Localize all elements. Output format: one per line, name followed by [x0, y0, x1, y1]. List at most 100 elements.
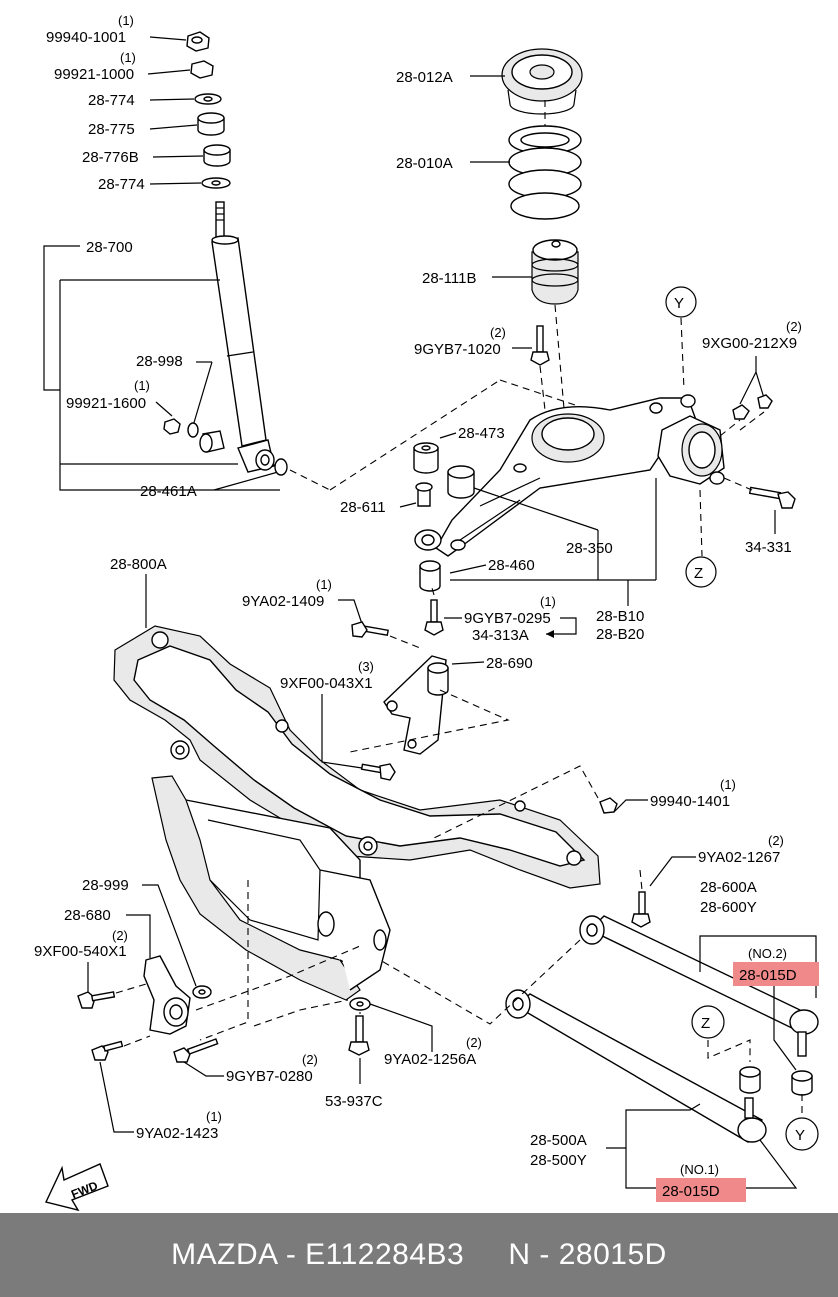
callout-28-012a: 28-012A [396, 69, 453, 86]
footer-brand-code: MAZDA - E112284B3 [171, 1238, 465, 1271]
callout-28-010a: 28-010A [396, 155, 453, 172]
marker-z-label: Z [694, 565, 703, 582]
crossmember [113, 625, 601, 1001]
bolt-icon [360, 763, 384, 774]
qty-9xg00-212x9: (2) [786, 319, 802, 334]
nut-icon [163, 418, 181, 435]
callout-28-111b: 28-111B [422, 270, 477, 287]
marker-y-label: Y [674, 295, 684, 312]
callout-28-500y: 28-500Y [530, 1152, 587, 1169]
callout-28-611: 28-611 [340, 499, 386, 516]
shock-body-icon [211, 237, 267, 447]
callout-28-473: 28-473 [458, 425, 505, 442]
coil-spring [508, 125, 582, 220]
bolt-icon [638, 891, 646, 915]
callout-9ya02-1423: 9YA02-1423 [136, 1125, 218, 1142]
lateral-link-no2 [579, 915, 819, 1057]
callout-28-015d-no1: 28-015D [662, 1183, 720, 1200]
qty-9ya02-1423: (1) [206, 1109, 222, 1124]
parts-diagram: 99940-1001 (1) 99921-1000 (1) 28-774 28-… [34, 13, 819, 1212]
qty-99921-1600: (1) [134, 378, 150, 393]
callout-28-b20: 28-B20 [596, 626, 644, 643]
callout-9ya02-1256a: 9YA02-1256A [384, 1051, 476, 1068]
callout-28-461a: 28-461A [140, 483, 197, 500]
forward-arrow-icon: FWD [45, 1163, 109, 1212]
reference-marker-z [685, 556, 717, 588]
trailing-arm [435, 394, 725, 557]
callout-28-460: 28-460 [488, 557, 535, 574]
qty-99940-1401: (1) [720, 777, 736, 792]
shock-absorber [211, 201, 275, 473]
callout-28-774-lower: 28-774 [98, 176, 145, 193]
washer-icon [187, 422, 199, 438]
callout-9xf00-540x1: 9XF00-540X1 [34, 943, 127, 960]
footer-spacer [464, 1238, 508, 1272]
bump-stop-icon [531, 251, 579, 305]
callout-9xg00-212x9: 9XG00-212X9 [702, 335, 797, 352]
footer-bar: MAZDA - E112284B3 N - 28015D [0, 1213, 838, 1297]
callout-28-700: 28-700 [86, 239, 133, 256]
callout-28-600a: 28-600A [700, 879, 757, 896]
callout-9ya02-1409: 9YA02-1409 [242, 593, 324, 610]
qty-9xf00-540x1: (2) [112, 928, 128, 943]
nut-icon [599, 797, 618, 814]
marker-y-lower-label: Y [795, 1127, 805, 1144]
callout-28-999: 28-999 [82, 877, 129, 894]
callout-9ya02-1267: 9YA02-1267 [698, 849, 780, 866]
qty-99940-1001: (1) [118, 13, 134, 28]
callout-no2: (NO.2) [748, 946, 787, 961]
reference-marker-y-lower [785, 1117, 819, 1151]
qty-9gyb7-0295: (1) [540, 594, 556, 609]
callout-28-775: 28-775 [88, 121, 135, 138]
callout-28-690: 28-690 [486, 655, 533, 672]
highlight-28-015d-no2 [733, 962, 819, 986]
qty-9xf00-043x1: (3) [358, 659, 374, 674]
callout-99940-1001: 99940-1001 [46, 29, 126, 46]
bolt-icon [355, 1015, 364, 1043]
callout-28-774: 28-774 [88, 92, 135, 109]
highlight-28-015d-no1 [656, 1178, 746, 1202]
callout-34-313a: 34-313A [472, 627, 529, 644]
bushing-icon [419, 565, 441, 592]
footer-part-number: N - 28015D [508, 1238, 667, 1271]
shock-hardware-stack [186, 31, 231, 189]
callout-28-600y: 28-600Y [700, 899, 757, 916]
bolt-icon [748, 486, 782, 500]
lateral-link-icon [514, 993, 763, 1143]
bump-stopper [531, 239, 579, 305]
reference-marker-y [665, 286, 697, 318]
callout-53-937c: 53-937C [325, 1093, 383, 1110]
qty-9ya02-1267: (2) [768, 833, 784, 848]
qty-9gyb7-0280: (2) [302, 1052, 318, 1067]
callout-28-b10: 28-B10 [596, 608, 644, 625]
bolt-icon [77, 991, 96, 1009]
callout-9xf00-043x1: 9XF00-043X1 [280, 675, 373, 692]
callout-no1: (NO.1) [680, 1162, 719, 1177]
bolt-icon [536, 325, 544, 353]
callout-28-998: 28-998 [136, 353, 183, 370]
lateral-link-no1 [505, 989, 767, 1143]
qty-9ya02-1409: (1) [316, 577, 332, 592]
nut-icon [757, 394, 773, 409]
qty-9gyb7-1020: (2) [490, 325, 506, 340]
callout-9gyb7-1020: 9GYB7-1020 [414, 341, 501, 358]
marker-z-lower-label: Z [701, 1015, 710, 1032]
spring-assembly [501, 48, 583, 115]
callout-28-015d-no2: 28-015D [739, 967, 797, 984]
lock-nut-icon [190, 60, 214, 79]
reference-marker-z-lower [691, 1005, 725, 1039]
callout-99921-1000: 99921-1000 [54, 66, 134, 83]
bushing-nut-icon [274, 458, 288, 476]
bolt-icon [173, 1047, 191, 1063]
callout-99940-1401: 99940-1401 [650, 793, 730, 810]
callout-9gyb7-0280: 9GYB7-0280 [226, 1068, 313, 1085]
callout-34-331: 34-331 [745, 539, 792, 556]
callout-9gyb7-0295: 9GYB7-0295 [464, 610, 551, 627]
callout-99921-1600: 99921-1600 [66, 395, 146, 412]
callout-28-500a: 28-500A [530, 1132, 587, 1149]
nut-icon [732, 404, 750, 420]
qty-99921-1000: (1) [120, 50, 136, 65]
callout-28-680: 28-680 [64, 907, 111, 924]
qty-9ya02-1256a: (2) [466, 1035, 482, 1050]
callout-28-776b: 28-776B [82, 149, 139, 166]
